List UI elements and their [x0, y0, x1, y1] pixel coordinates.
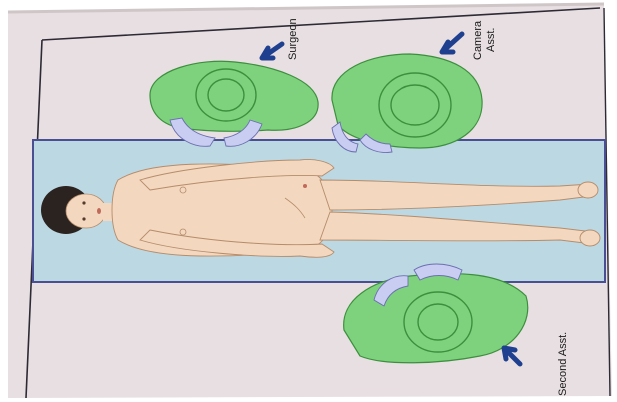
patient-eye	[82, 217, 85, 220]
camera-assistant-label-line2: Asst.	[485, 28, 497, 52]
patient-mouth	[97, 208, 101, 214]
camera-assistant-label-line1: Camera	[472, 20, 484, 60]
patient-eye	[82, 201, 85, 204]
surgeon-label: Surgeon	[287, 18, 299, 60]
surgeon-cap	[196, 69, 256, 121]
patient-foot	[580, 230, 600, 246]
second-assistant-cap	[404, 292, 472, 352]
camera-assistant-cap	[379, 73, 451, 137]
patient-foot	[578, 182, 598, 198]
patient-navel	[303, 184, 307, 188]
second-assistant-label: Second Asst.	[557, 332, 569, 396]
